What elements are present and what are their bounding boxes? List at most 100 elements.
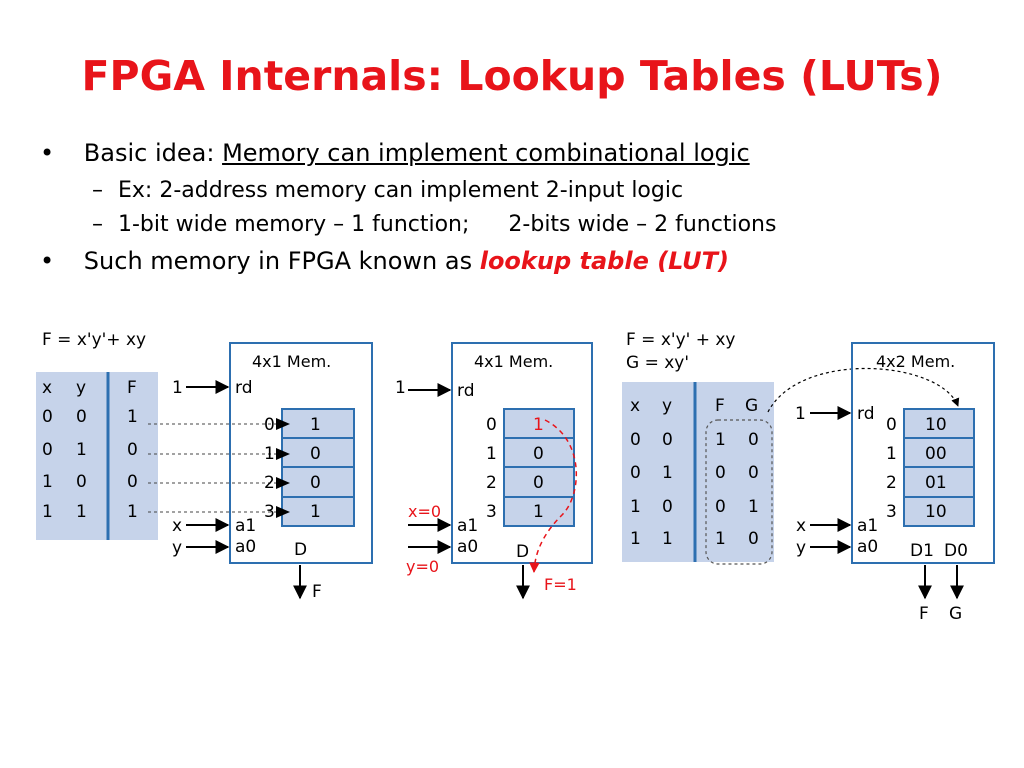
d1-cell: 0 — [42, 407, 53, 427]
d2-rd-label: rd — [457, 381, 474, 401]
d3-cell: 0 — [630, 463, 641, 483]
sub-bullet-2-text-a: 1-bit wide memory – 1 function; — [118, 212, 470, 237]
d3-header-f: F — [715, 396, 725, 416]
d2-mem-value: 0 — [533, 473, 544, 493]
d1-cell: 1 — [42, 502, 53, 522]
bullet-2-prefix: Such memory in FPGA known as — [83, 247, 480, 275]
d3-rd-label: rd — [857, 404, 874, 424]
d1-cell: 0 — [76, 472, 87, 492]
d1-a1-label: a1 — [235, 516, 256, 536]
d3-d0-label: D0 — [944, 541, 968, 561]
d3-a1-label: a1 — [857, 516, 878, 536]
d1-cell: 0 — [127, 440, 138, 460]
d3-d1-label: D1 — [910, 541, 934, 561]
d3-y-input: y — [796, 538, 806, 558]
bullet-glyph: • — [40, 139, 55, 167]
d1-cell: 1 — [127, 502, 138, 522]
d3-cell: 0 — [748, 430, 759, 450]
d2-memory-label: 4x1 Mem. — [474, 352, 553, 371]
d1-cell: 1 — [76, 440, 87, 460]
d1-x-input: x — [172, 516, 182, 536]
d3-equation-g: G = xy' — [626, 353, 689, 373]
d3-cell: 0 — [630, 430, 641, 450]
d1-a0-label: a0 — [235, 537, 256, 557]
d1-address: 1 — [264, 444, 275, 464]
d3-mem-value: 00 — [925, 444, 947, 464]
d3-copy-arrow — [767, 367, 960, 413]
d1-mem-value: 0 — [310, 444, 321, 464]
d3-cell: 1 — [630, 497, 641, 517]
d1-memory-label: 4x1 Mem. — [252, 352, 331, 371]
d3-a0-label: a0 — [857, 537, 878, 557]
d2-x-value: x=0 — [408, 502, 441, 521]
d3-cell: 0 — [715, 497, 726, 517]
d3-address: 3 — [886, 502, 897, 522]
d3-header-g: G — [745, 396, 758, 416]
d1-mem-value: 1 — [310, 415, 321, 435]
diagram-2: 4x1 Mem. 1 rd 0 1 2 3 1 0 0 1 x=0 y=0 a1… — [395, 342, 593, 600]
bullet-1-underlined: Memory can implement combinational logic — [222, 139, 750, 167]
d1-cell: 1 — [76, 502, 87, 522]
d1-cell: 1 — [42, 472, 53, 492]
d3-cell: 1 — [662, 529, 673, 549]
d3-cell: 1 — [662, 463, 673, 483]
d1-address-pointer — [276, 477, 290, 489]
d3-memory-box — [851, 342, 995, 564]
d3-truth-table-bg — [622, 382, 774, 562]
d1-mem-value: 1 — [310, 502, 321, 522]
d2-a1-label: a1 — [457, 516, 478, 536]
bullet-1-prefix: Basic idea: — [83, 139, 223, 167]
d3-cell: 0 — [662, 430, 673, 450]
d1-memory-box — [229, 342, 373, 564]
slide-title: FPGA Internals: Lookup Tables (LUTs) — [81, 52, 943, 100]
d1-equation: F = x'y'+ xy — [42, 330, 146, 350]
d2-mem-value: 1 — [533, 502, 544, 522]
d3-rd-input: 1 — [795, 404, 806, 424]
sub-bullet-2-text-b: 2-bits wide – 2 functions — [508, 212, 777, 237]
sub-bullet-2: – 1-bit wide memory – 1 function; 2-bits… — [92, 208, 776, 242]
d3-x-input: x — [796, 516, 806, 536]
d3-cell: 0 — [662, 497, 673, 517]
d1-cell: 0 — [42, 440, 53, 460]
d3-cell: 0 — [748, 463, 759, 483]
d1-header-f: F — [127, 378, 137, 398]
d1-header-y: y — [76, 378, 86, 398]
d2-memory-box — [451, 342, 593, 564]
d2-y-value: y=0 — [406, 557, 439, 576]
d2-rd-input: 1 — [395, 378, 406, 398]
d3-cell: 1 — [715, 430, 726, 450]
diagram-1: F = x'y'+ xy x y F 0 0 1 0 1 0 1 0 0 1 1… — [36, 330, 373, 602]
diagram-3: F = x'y' + xy G = xy' x y F G 0 0 1 0 0 … — [622, 330, 995, 624]
d2-address: 3 — [486, 502, 497, 522]
d3-equation-f: F = x'y' + xy — [626, 330, 735, 350]
d2-address: 2 — [486, 473, 497, 493]
d2-mem-value-selected: 1 — [533, 415, 544, 435]
d1-cell: 0 — [127, 472, 138, 492]
d1-address-pointer — [276, 418, 290, 430]
d3-mem-value: 10 — [925, 502, 947, 522]
d1-address: 0 — [264, 415, 275, 435]
bullet-2-emphasis: lookup table (LUT) — [479, 247, 729, 275]
d3-out-f: F — [919, 604, 929, 624]
d3-memory-label: 4x2 Mem. — [876, 352, 955, 371]
bullet-1: • Basic idea: Memory can implement combi… — [40, 136, 750, 170]
d3-address: 0 — [886, 415, 897, 435]
d3-header-x: x — [630, 396, 640, 416]
bullet-glyph: • — [40, 247, 55, 275]
d2-mem-value: 0 — [533, 444, 544, 464]
d3-out-g: G — [949, 604, 962, 624]
d1-rd-input: 1 — [172, 378, 183, 398]
d1-address-pointer — [276, 506, 290, 518]
d3-address: 2 — [886, 473, 897, 493]
d3-cell: 1 — [630, 529, 641, 549]
d2-d-label: D — [516, 542, 529, 562]
d3-fg-column-highlight — [705, 419, 773, 565]
d3-cell: 0 — [715, 463, 726, 483]
d1-address: 2 — [264, 473, 275, 493]
d3-mem-value: 10 — [925, 415, 947, 435]
d1-address: 3 — [264, 502, 275, 522]
d2-address: 1 — [486, 444, 497, 464]
d1-cell: 1 — [127, 407, 138, 427]
d3-header-y: y — [662, 396, 672, 416]
d1-y-input: y — [172, 538, 182, 558]
